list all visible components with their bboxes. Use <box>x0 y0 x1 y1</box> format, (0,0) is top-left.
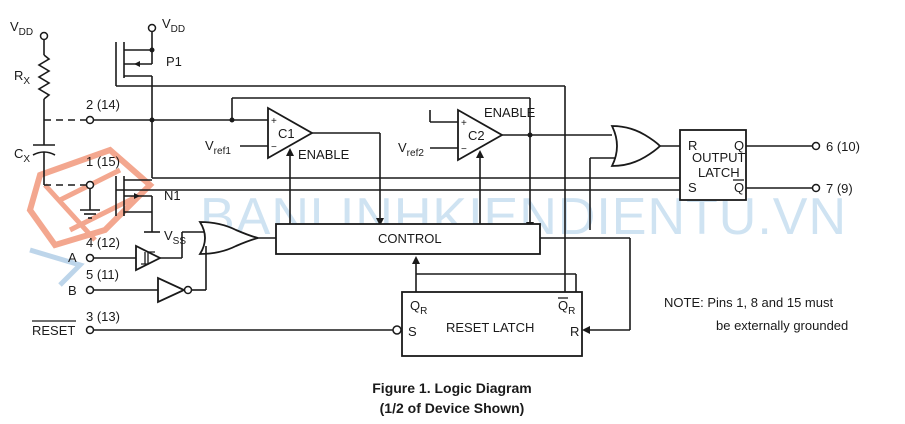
pin-1-label: 1 (15) <box>86 154 120 169</box>
pin-2-terminal <box>85 115 95 125</box>
cx-label: CX <box>14 146 30 165</box>
reset-latch-qbar: QR <box>558 298 575 317</box>
reset-inversion-bubble <box>392 325 402 335</box>
pin-7-label: 7 (9) <box>826 181 853 196</box>
output-latch-s: S <box>688 180 697 195</box>
output-latch-q: Q <box>734 138 744 153</box>
pin-5-label: 5 (11) <box>86 267 119 282</box>
vss-label: VSS <box>164 228 186 247</box>
vdd-terminal <box>39 31 49 41</box>
vref1-label: Vref1 <box>205 138 231 157</box>
output-latch-qbar: Q <box>734 180 744 195</box>
control-label: CONTROL <box>378 231 442 246</box>
n1-transistor: N1 VSS <box>115 176 186 247</box>
reset-latch-r: R <box>570 324 579 339</box>
p1-transistor: VDD P1 <box>115 16 185 86</box>
vdd-label: VDD <box>10 19 33 38</box>
pin-6-terminal <box>811 141 821 151</box>
pin-6-label: 6 (10) <box>826 139 860 154</box>
vref2-label: Vref2 <box>398 140 424 159</box>
output-latch: R S Q Q OUTPUT LATCH <box>679 129 747 201</box>
vdd-p1-label: VDD <box>162 16 185 35</box>
c2-comparator: C2 + − ENABLE <box>457 105 536 162</box>
output-latch-r: R <box>688 138 697 153</box>
reset-input-label: RESET <box>32 323 75 338</box>
reset-latch-s: S <box>408 324 417 339</box>
schmitt-buffer <box>135 244 163 272</box>
rx-resistor <box>37 54 51 100</box>
pin-4-terminal <box>85 253 95 263</box>
svg-text:+: + <box>461 118 467 129</box>
output-latch-title-1: OUTPUT <box>692 150 746 165</box>
svg-text:+: + <box>271 116 277 127</box>
figure-caption-line-1: Figure 1. Logic Diagram <box>372 380 531 396</box>
pin-5-terminal <box>85 285 95 295</box>
output-latch-title-2: LATCH <box>698 165 740 180</box>
or-gate-trigger <box>198 221 259 255</box>
c1-comparator: C1 + − ENABLE <box>267 106 350 162</box>
ground-symbol <box>80 209 100 219</box>
pin-7-terminal <box>811 183 821 193</box>
note-line-2: be externally grounded <box>716 318 848 333</box>
svg-text:C2: C2 <box>468 128 485 143</box>
pin-2-label: 2 (14) <box>86 97 120 112</box>
rx-label: RX <box>14 68 30 87</box>
svg-text:−: − <box>271 142 277 153</box>
c1-enable-label: ENABLE <box>298 147 350 162</box>
rc-network: VDD RX CX <box>10 19 86 186</box>
watermark-logo <box>26 146 155 287</box>
pin-3-label: 3 (13) <box>86 309 120 324</box>
svg-text:C1: C1 <box>278 126 295 141</box>
input-a-label: A <box>68 250 77 265</box>
reset-latch-q: QR <box>410 298 427 317</box>
reset-latch: QR QR S R RESET LATCH <box>401 291 583 357</box>
pin-4-label: 4 (12) <box>86 235 120 250</box>
or-gate-output <box>610 125 662 167</box>
figure-caption-line-2: (1/2 of Device Shown) <box>380 400 525 416</box>
p1-label: P1 <box>166 54 182 69</box>
n1-label: N1 <box>164 188 181 203</box>
svg-text:−: − <box>461 144 467 155</box>
input-b-label: B <box>68 283 77 298</box>
note-line-1: NOTE: Pins 1, 8 and 15 must <box>664 295 833 310</box>
inverter-b <box>157 276 193 304</box>
c2-enable-label: ENABLE <box>484 105 536 120</box>
reset-latch-title: RESET LATCH <box>446 320 534 335</box>
pin-1-terminal <box>85 180 95 190</box>
control-block: CONTROL <box>275 223 541 255</box>
pin-3-terminal <box>85 325 95 335</box>
